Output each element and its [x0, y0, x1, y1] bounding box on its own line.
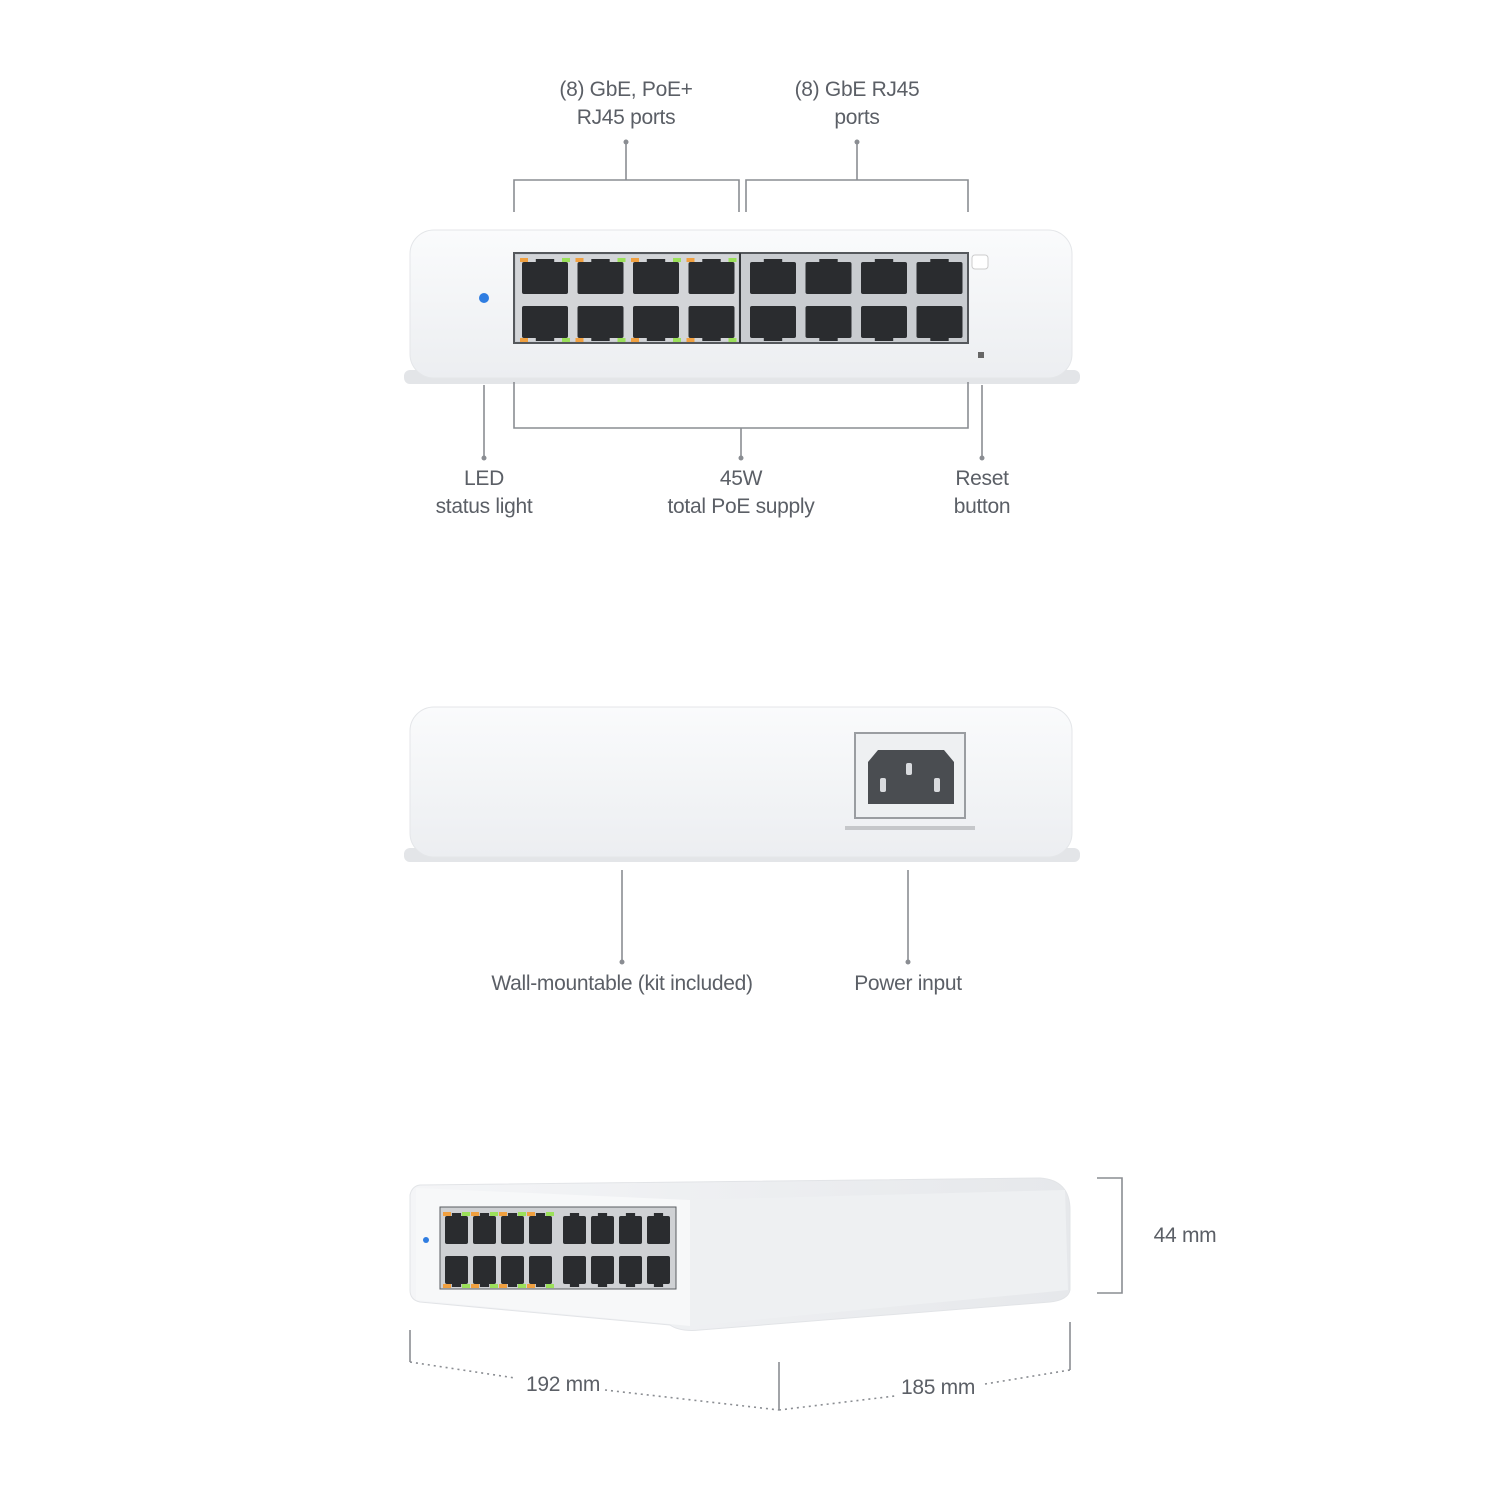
poe-led	[499, 1212, 507, 1216]
link-led	[617, 338, 626, 342]
poe-led	[527, 1284, 535, 1288]
poe-port	[471, 1212, 498, 1244]
link-led	[462, 1284, 470, 1288]
poe-port	[527, 1212, 554, 1244]
dimension-height: 44 mm	[1153, 1224, 1217, 1247]
poe-led	[575, 258, 584, 262]
link-led	[617, 258, 626, 262]
link-led	[728, 338, 737, 342]
perspective-led	[423, 1237, 429, 1243]
callout-line-1: 45W	[719, 467, 763, 490]
poe-port	[575, 258, 626, 294]
front-callout-lines	[483, 142, 983, 458]
link-led	[562, 258, 570, 262]
poe-port	[443, 1256, 470, 1288]
poe-led	[686, 338, 695, 342]
callout-poe-ports: (8) GbE, PoE+ RJ45 ports	[559, 76, 693, 132]
gbe-port	[916, 259, 963, 294]
poe-led	[686, 258, 695, 262]
gbe-port	[563, 1256, 586, 1287]
gbe-port	[647, 1213, 670, 1244]
gbe-port	[861, 259, 907, 294]
gbe-port	[916, 306, 963, 341]
poe-led	[575, 338, 584, 342]
dimension-width: 192 mm	[525, 1373, 601, 1396]
poe-port	[686, 258, 737, 294]
callout-line-1: LED	[464, 467, 504, 490]
link-led	[546, 1212, 554, 1216]
poe-led	[499, 1284, 507, 1288]
gbe-port	[805, 259, 852, 294]
power-inlet	[845, 732, 975, 830]
poe-port	[499, 1212, 526, 1244]
callout-line-2: button	[953, 495, 1011, 518]
callout-line-2: status light	[435, 495, 533, 518]
link-led	[562, 338, 570, 342]
callout-line-1: (8) GbE, PoE+	[559, 78, 693, 101]
callout-line-2: RJ45 ports	[576, 106, 676, 129]
poe-led	[631, 338, 639, 342]
callout-line-1: Reset	[955, 467, 1009, 490]
poe-led	[443, 1212, 451, 1216]
poe-led	[471, 1212, 479, 1216]
link-led	[490, 1212, 498, 1216]
link-led	[728, 258, 737, 262]
poe-port	[520, 306, 570, 342]
poe-led	[631, 258, 639, 262]
poe-port	[631, 306, 681, 342]
poe-port	[443, 1212, 470, 1244]
gbe-port	[805, 306, 852, 341]
front-view-device	[404, 229, 1080, 384]
poe-port	[471, 1256, 498, 1288]
callout-poe-supply: 45W total PoE supply	[668, 465, 815, 521]
poe-port	[527, 1256, 554, 1288]
poe-led	[471, 1284, 479, 1288]
callout-line-2: total PoE supply	[667, 495, 815, 518]
callout-gbe-ports: (8) GbE RJ45 ports	[795, 76, 920, 132]
callout-wall-mount: Wall-mountable (kit included)	[491, 972, 753, 995]
poe-port	[520, 258, 570, 294]
gbe-port	[591, 1256, 614, 1287]
gbe-port	[750, 306, 796, 341]
perspective-device	[409, 1177, 1071, 1331]
dimension-lines	[409, 1177, 1123, 1411]
gbe-port	[861, 306, 907, 341]
poe-port	[575, 306, 626, 342]
gbe-port	[619, 1213, 642, 1244]
link-led	[673, 338, 681, 342]
link-led	[518, 1284, 526, 1288]
callout-reset: Reset button	[954, 465, 1011, 521]
callout-line-1: (8) GbE RJ45	[794, 78, 920, 101]
poe-port	[686, 306, 737, 342]
poe-port	[499, 1256, 526, 1288]
gbe-port	[750, 259, 796, 294]
link-led	[462, 1212, 470, 1216]
link-led	[546, 1284, 554, 1288]
poe-port	[631, 258, 681, 294]
link-led	[673, 258, 681, 262]
reset-button	[971, 254, 989, 270]
gbe-port	[619, 1256, 642, 1287]
led-status-light	[479, 293, 489, 303]
gbe-port	[563, 1213, 586, 1244]
gbe-port	[591, 1213, 614, 1244]
callout-power-input: Power input	[854, 972, 962, 995]
link-led	[518, 1212, 526, 1216]
poe-led	[443, 1284, 451, 1288]
callout-led: LED status light	[436, 465, 533, 521]
poe-led	[520, 258, 528, 262]
callout-line-2: ports	[834, 106, 880, 129]
dimension-depth: 185 mm	[900, 1376, 976, 1399]
link-led	[490, 1284, 498, 1288]
gbe-port	[647, 1256, 670, 1287]
poe-led	[527, 1212, 535, 1216]
poe-led	[520, 338, 528, 342]
rear-view-device	[404, 706, 1080, 862]
